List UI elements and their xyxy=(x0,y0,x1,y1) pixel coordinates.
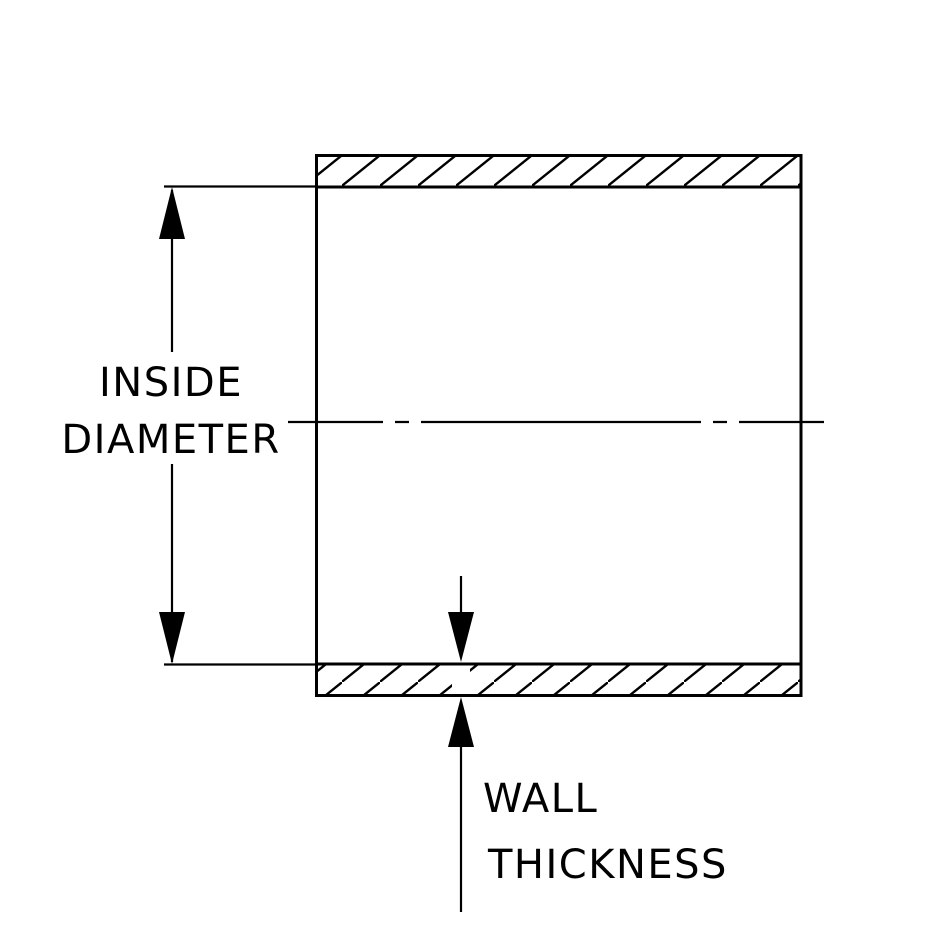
tube-outline xyxy=(315,154,803,697)
wt-arrow-down-icon xyxy=(448,612,474,662)
wall-thickness-label-line2: THICKNESS xyxy=(487,842,728,888)
bottom-wall-hatch xyxy=(316,664,801,695)
id-arrow-up-icon xyxy=(159,187,185,239)
wall-thickness-label-line1: WALL xyxy=(483,776,598,822)
wt-arrow-up-icon xyxy=(448,697,474,747)
inside-diameter-label-line2: DIAMETER xyxy=(61,417,280,463)
wall-thickness-gap-mask xyxy=(452,666,470,694)
inside-diameter-label-line1: INSIDE xyxy=(99,360,243,406)
top-wall-hatch xyxy=(316,156,801,187)
id-arrow-down-icon xyxy=(159,612,185,664)
